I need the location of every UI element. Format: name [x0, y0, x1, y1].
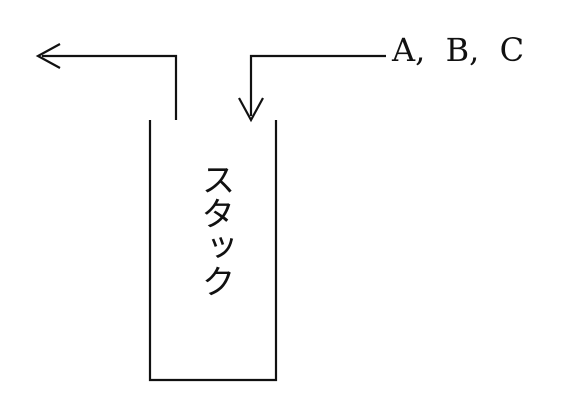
output-arrow-head	[35, 43, 61, 69]
input-items-label: A, B, C	[392, 31, 525, 69]
output-arrow-line	[42, 54, 178, 120]
input-arrow-head	[238, 97, 264, 123]
stack-label: スタック	[195, 162, 235, 298]
input-arrow-line	[249, 54, 386, 116]
stack-container	[148, 120, 278, 382]
